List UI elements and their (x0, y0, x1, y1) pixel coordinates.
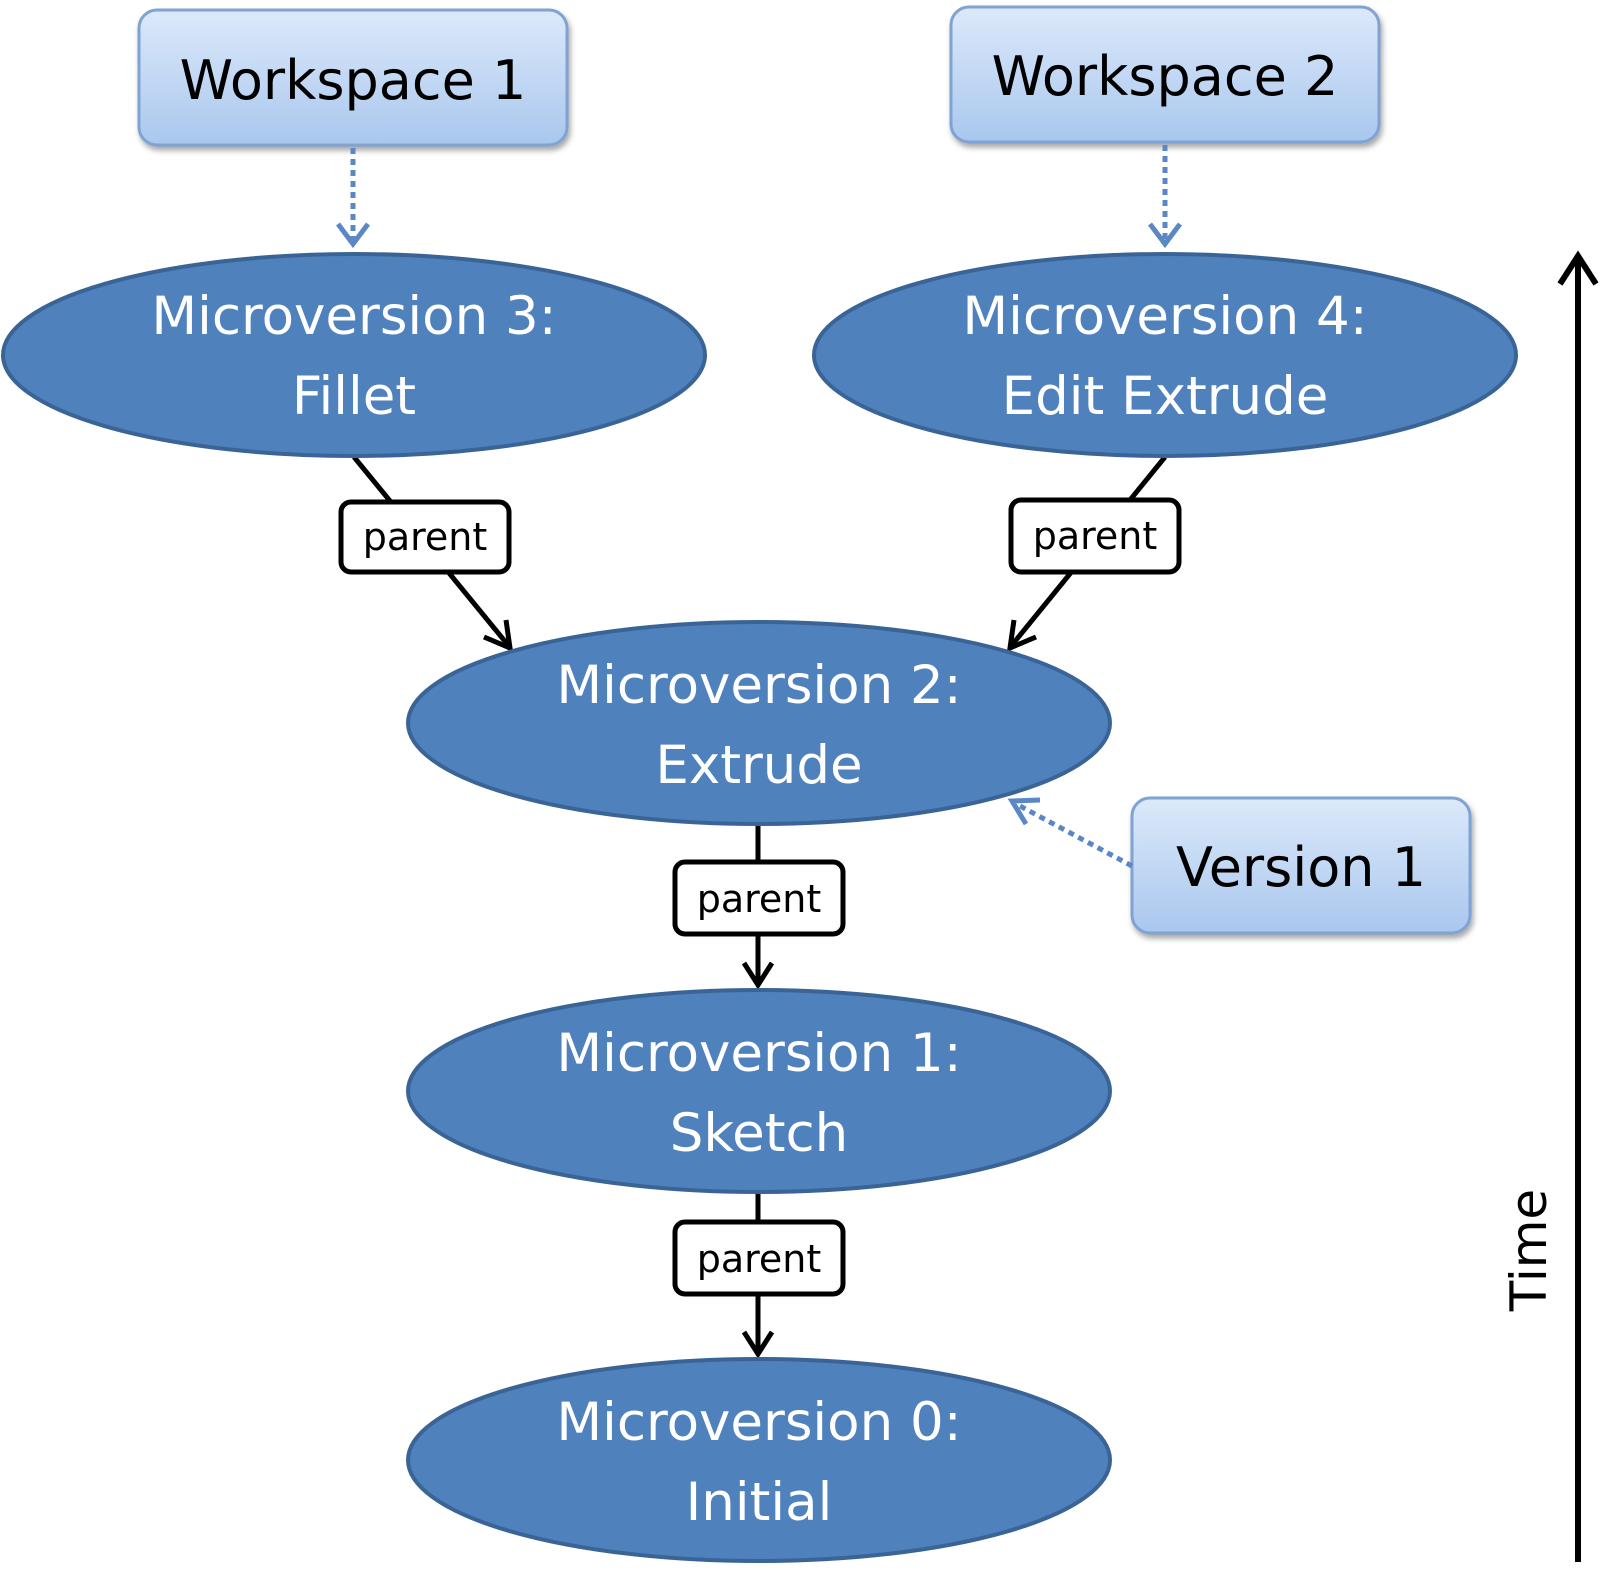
time-axis-label: Time (1500, 1189, 1558, 1312)
microversion-0-node: Microversion 0: Initial (406, 1357, 1112, 1563)
workspace-1-label: Workspace 1 (180, 49, 527, 112)
microversion-0-action: Initial (686, 1472, 833, 1533)
edge-label-box-mv2: parent (672, 859, 846, 937)
time-axis-arrowhead (1557, 250, 1599, 286)
microversion-0-title: Microversion 0: (556, 1392, 961, 1453)
edge-label: parent (697, 877, 822, 921)
edge-label-box-mv3: parent (338, 499, 512, 575)
version-1-pointer-arrow (1007, 797, 1134, 869)
version-1-box: Version 1 (1130, 796, 1472, 935)
workspace-1-pointer-arrow (336, 148, 370, 249)
microversion-1-action: Sketch (670, 1103, 849, 1164)
microversion-3-title: Microversion 3: (151, 286, 556, 347)
workspace-2-box: Workspace 2 (949, 5, 1381, 144)
workspace-2-pointer-arrow (1148, 145, 1182, 249)
version-1-label: Version 1 (1176, 836, 1426, 899)
workspace-1-box: Workspace 1 (137, 8, 569, 147)
microversion-3-action: Fillet (292, 366, 416, 427)
microversion-4-node: Microversion 4: Edit Extrude (812, 252, 1518, 458)
microversion-2-node: Microversion 2: Extrude (406, 620, 1112, 826)
edge-label: parent (363, 515, 488, 559)
edge-label-box-mv1: parent (672, 1219, 846, 1297)
microversion-2-title: Microversion 2: (556, 655, 961, 716)
microversion-1-title: Microversion 1: (556, 1023, 961, 1084)
edge-label: parent (697, 1237, 822, 1281)
edge-label: parent (1033, 514, 1158, 558)
time-axis: Time (1500, 250, 1599, 1562)
microversion-3-node: Microversion 3: Fillet (1, 252, 707, 458)
microversion-4-title: Microversion 4: (962, 286, 1367, 347)
workspace-2-label: Workspace 2 (992, 45, 1339, 108)
microversion-1-node: Microversion 1: Sketch (406, 988, 1112, 1194)
edge-label-box-mv4: parent (1008, 497, 1182, 575)
microversion-4-action: Edit Extrude (1002, 366, 1329, 427)
microversion-2-action: Extrude (655, 735, 862, 796)
